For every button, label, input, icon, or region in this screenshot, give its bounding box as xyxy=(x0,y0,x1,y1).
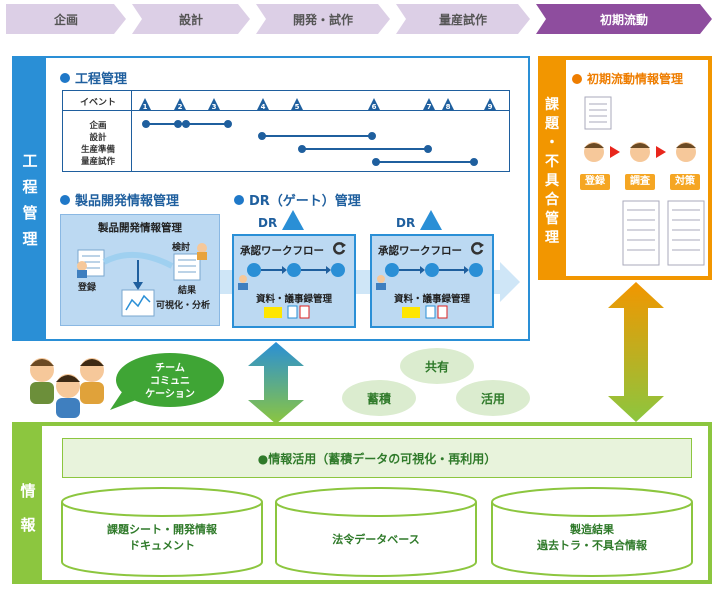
approver-avatar-icon-1 xyxy=(238,275,248,290)
refresh-icon xyxy=(471,242,484,255)
gantt-chart xyxy=(62,90,510,172)
event-marker-8: 8 xyxy=(442,95,454,111)
team-speech-bubble xyxy=(110,353,224,410)
label-visualize: 可視化・分析 xyxy=(156,301,211,311)
svg-text:9: 9 xyxy=(488,103,493,110)
workflow-title-1: 承認ワークフロー xyxy=(240,245,324,257)
issue-step-illustration xyxy=(584,142,696,162)
phase-planning: 企画 xyxy=(6,4,126,34)
step-register: 登録 xyxy=(580,174,610,190)
info-side-label: 情 報 xyxy=(20,482,36,534)
db-3 xyxy=(491,502,693,577)
phase-mass-trial: 量産試作 xyxy=(396,4,530,34)
bullet-icon xyxy=(234,194,244,205)
event-label: イベント xyxy=(79,98,116,108)
workflow-steps-1 xyxy=(247,263,345,277)
approver-avatar-icon-2 xyxy=(376,275,386,290)
bubble-accumulate: 蓄積 xyxy=(342,380,416,416)
info-utilization-banner: ●情報活用（蓄積データの可視化・再利用） xyxy=(62,438,692,478)
bubble-utilize: 活用 xyxy=(456,380,530,416)
issue-side-label: 課 題 ・ 不 具 合 管 理 xyxy=(545,97,559,246)
product-info-illustration xyxy=(77,243,207,317)
row-label-production-prep: 生産準備 xyxy=(80,145,115,155)
team-members-icon xyxy=(30,358,104,418)
defect-report-icons xyxy=(622,200,705,266)
db-manufacturing-label: 製造結果 過去トラ・不具合情報 xyxy=(537,523,647,552)
team-communication-label: チーム コミュニ ケーション xyxy=(145,363,195,400)
event-marker-6: 6 xyxy=(368,95,380,111)
svg-text:3: 3 xyxy=(212,103,217,110)
bullet-icon xyxy=(572,73,582,84)
dr-mgmt-title: DR（ゲート）管理 xyxy=(234,190,361,209)
gantt-bars xyxy=(142,120,478,166)
svg-text:2: 2 xyxy=(178,103,183,110)
row-label-planning: 企画 xyxy=(89,121,107,131)
bullet-icon xyxy=(60,72,70,83)
docs-label-2: 資料・議事録管理 xyxy=(394,294,471,305)
gantt-header xyxy=(63,91,509,111)
row-label-design: 設計 xyxy=(89,133,107,143)
event-marker-5: 5 xyxy=(291,95,303,111)
product-info-title: 製品開発情報管理 xyxy=(60,190,179,209)
svg-text:5: 5 xyxy=(295,103,300,110)
document-icons-2 xyxy=(402,305,448,319)
label-review: 検討 xyxy=(172,243,191,253)
svg-text:1: 1 xyxy=(143,103,148,110)
step-investigate: 調査 xyxy=(625,174,655,190)
product-info-box-title: 製品開発情報管理 xyxy=(98,222,182,234)
svg-text:7: 7 xyxy=(427,103,432,110)
phase-development: 開発・試作 xyxy=(256,4,390,34)
database-cylinders xyxy=(61,487,693,577)
phase-initial-flow: 初期流動 xyxy=(536,4,712,34)
event-marker-1: 1 xyxy=(139,95,151,111)
db-law-label: 法令データベース xyxy=(332,533,420,546)
bullet-icon xyxy=(60,194,70,205)
event-marker-4: 4 xyxy=(257,95,269,111)
db-1 xyxy=(61,502,263,577)
issue-info-double-arrow xyxy=(608,282,664,422)
event-marker-2: 2 xyxy=(174,95,186,111)
docs-label-1: 資料・議事録管理 xyxy=(256,294,333,305)
db-issue-docs-label: 課題シート・開発情報 ドキュメント xyxy=(107,523,217,552)
svg-text:8: 8 xyxy=(446,103,451,110)
label-register: 登録 xyxy=(78,283,97,293)
workflow-title-2: 承認ワークフロー xyxy=(378,245,462,257)
dr-label-2: DR xyxy=(396,216,416,230)
initial-flow-title: 初期流動情報管理 xyxy=(572,70,683,87)
phase-design: 設計 xyxy=(132,4,250,34)
workflow-steps-2 xyxy=(385,263,483,277)
gantt-divider xyxy=(131,91,132,171)
event-marker-7: 7 xyxy=(423,95,435,111)
svg-text:4: 4 xyxy=(261,103,266,110)
dr-label-1: DR xyxy=(258,216,278,230)
db-2 xyxy=(275,502,477,577)
refresh-icon xyxy=(333,242,346,255)
process-mgmt-title: 工程管理 xyxy=(60,68,127,87)
event-marker-9: 9 xyxy=(484,95,496,111)
dr-triangle-icon-1 xyxy=(282,210,304,230)
row-label-mass-trial: 量産試作 xyxy=(80,157,115,167)
svg-text:6: 6 xyxy=(372,103,377,110)
dr-triangle-icon-2 xyxy=(420,210,442,230)
step-countermeasure: 対策 xyxy=(670,174,700,190)
process-side-label: 工 程 管 理 xyxy=(22,152,38,248)
issue-form-icon xyxy=(584,96,612,130)
label-result: 結果 xyxy=(178,286,197,296)
document-icons-1 xyxy=(264,305,310,319)
event-marker-3: 3 xyxy=(208,95,220,111)
bubble-share: 共有 xyxy=(400,348,474,384)
process-info-double-arrow xyxy=(248,342,304,424)
